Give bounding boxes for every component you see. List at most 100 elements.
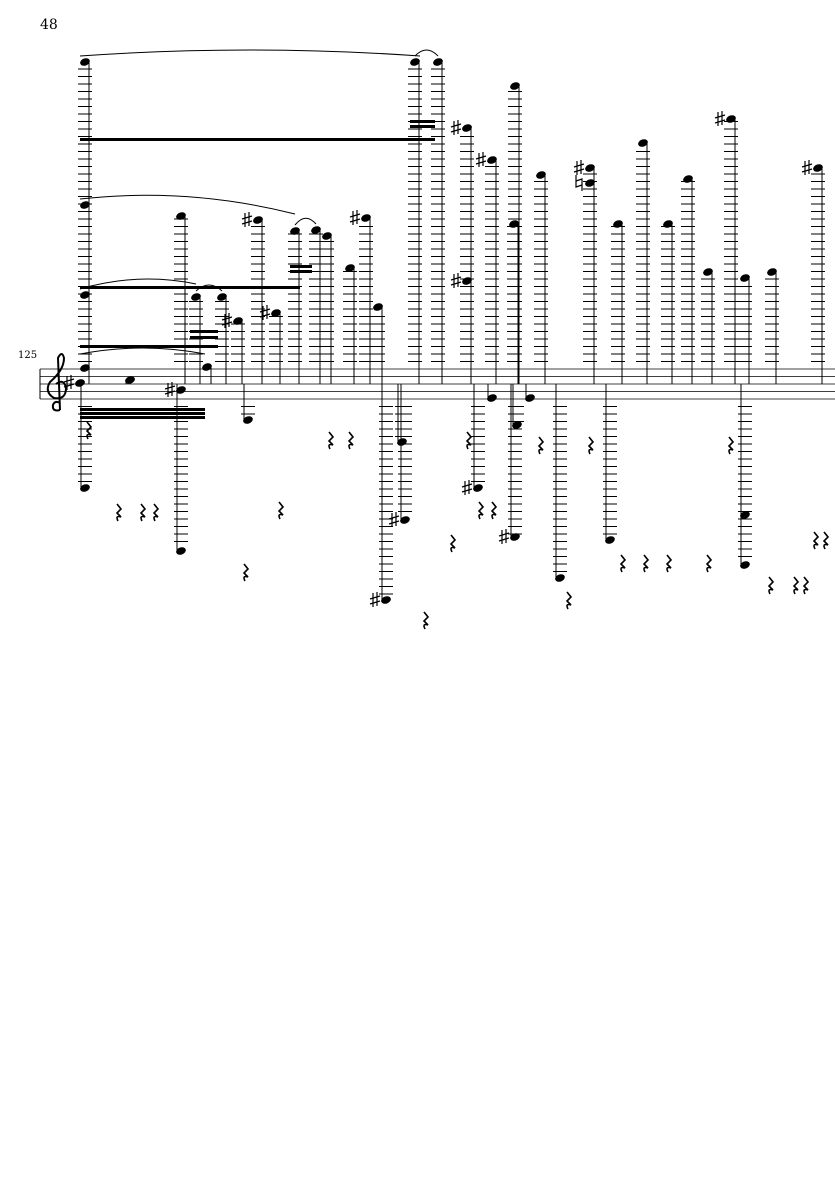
notehead bbox=[322, 232, 332, 240]
sharp-icon bbox=[801, 160, 813, 175]
sharp-icon bbox=[241, 212, 253, 227]
notehead bbox=[433, 58, 443, 66]
notehead bbox=[585, 164, 595, 172]
quarter-rest-icon bbox=[665, 554, 673, 573]
notehead bbox=[400, 516, 410, 524]
tie bbox=[195, 284, 223, 292]
quarter-rest-icon bbox=[327, 431, 335, 450]
notehead bbox=[462, 277, 472, 285]
notehead bbox=[80, 291, 90, 299]
notehead bbox=[253, 216, 263, 224]
tie bbox=[294, 217, 317, 226]
beam bbox=[80, 412, 205, 415]
quarter-rest-icon bbox=[422, 611, 430, 630]
tie bbox=[79, 347, 206, 355]
notehead bbox=[202, 363, 212, 371]
notehead bbox=[740, 511, 750, 519]
notehead bbox=[510, 82, 520, 90]
notehead bbox=[176, 547, 186, 555]
quarter-rest-icon bbox=[465, 431, 473, 450]
beam bbox=[80, 345, 218, 348]
notehead bbox=[740, 561, 750, 569]
tie bbox=[79, 278, 197, 290]
notehead bbox=[613, 220, 623, 228]
notehead bbox=[410, 58, 420, 66]
notehead bbox=[638, 139, 648, 147]
beam bbox=[410, 120, 435, 123]
notehead bbox=[767, 268, 777, 276]
beam bbox=[190, 330, 218, 333]
sharp-icon bbox=[573, 160, 585, 175]
quarter-rest-icon bbox=[277, 501, 285, 520]
notehead bbox=[813, 164, 823, 172]
sharp-icon bbox=[388, 512, 400, 527]
notehead bbox=[509, 220, 519, 228]
notehead bbox=[345, 264, 355, 272]
measure-number: 125 bbox=[18, 350, 38, 361]
beam bbox=[80, 138, 435, 141]
notehead bbox=[311, 226, 321, 234]
beam bbox=[290, 265, 312, 268]
treble-clef-icon bbox=[46, 353, 68, 412]
notehead bbox=[271, 309, 281, 317]
notehead bbox=[462, 124, 472, 132]
staff bbox=[39, 368, 835, 400]
quarter-rest-icon bbox=[152, 503, 160, 522]
sharp-icon bbox=[498, 529, 510, 544]
notehead bbox=[373, 303, 383, 311]
quarter-rest-icon bbox=[139, 503, 147, 522]
quarter-rest-icon bbox=[242, 563, 250, 582]
notehead bbox=[80, 201, 90, 209]
quarter-rest-icon bbox=[347, 431, 355, 450]
notehead bbox=[683, 175, 693, 183]
notehead bbox=[397, 438, 407, 446]
notehead bbox=[703, 268, 713, 276]
notehead bbox=[80, 484, 90, 492]
beam bbox=[80, 286, 300, 289]
quarter-rest-icon bbox=[767, 576, 775, 595]
quarter-rest-icon bbox=[792, 576, 800, 595]
quarter-rest-icon bbox=[85, 421, 93, 440]
sharp-icon bbox=[349, 210, 361, 225]
quarter-rest-icon bbox=[537, 436, 545, 455]
notehead bbox=[605, 536, 615, 544]
notehead bbox=[80, 364, 90, 372]
sharp-icon bbox=[450, 120, 462, 135]
notehead bbox=[585, 179, 595, 187]
quarter-rest-icon bbox=[822, 531, 830, 550]
notation bbox=[63, 49, 830, 630]
notehead bbox=[663, 220, 673, 228]
page-number: 48 bbox=[40, 17, 58, 33]
beam bbox=[80, 416, 205, 419]
notehead bbox=[473, 484, 483, 492]
beam bbox=[190, 336, 218, 339]
tie bbox=[79, 194, 296, 215]
notehead bbox=[290, 227, 300, 235]
beam bbox=[80, 408, 205, 411]
notehead bbox=[80, 58, 90, 66]
quarter-rest-icon bbox=[565, 591, 573, 610]
sharp-icon bbox=[369, 592, 381, 607]
notehead bbox=[525, 394, 535, 402]
quarter-rest-icon bbox=[812, 531, 820, 550]
quarter-rest-icon bbox=[477, 501, 485, 520]
quarter-rest-icon bbox=[727, 436, 735, 455]
quarter-rest-icon bbox=[619, 554, 627, 573]
notehead bbox=[361, 214, 371, 222]
beam bbox=[410, 125, 435, 128]
sharp-icon bbox=[63, 375, 75, 390]
sharp-icon bbox=[461, 480, 473, 495]
sharp-icon bbox=[259, 305, 271, 320]
sharp-icon bbox=[164, 382, 176, 397]
notehead bbox=[555, 574, 565, 582]
notehead bbox=[243, 416, 253, 424]
tie bbox=[414, 49, 439, 57]
quarter-rest-icon bbox=[802, 576, 810, 595]
notehead bbox=[233, 317, 243, 325]
notehead bbox=[176, 386, 186, 394]
notehead bbox=[740, 274, 750, 282]
notehead bbox=[381, 596, 391, 604]
quarter-rest-icon bbox=[587, 436, 595, 455]
notehead bbox=[191, 293, 201, 301]
